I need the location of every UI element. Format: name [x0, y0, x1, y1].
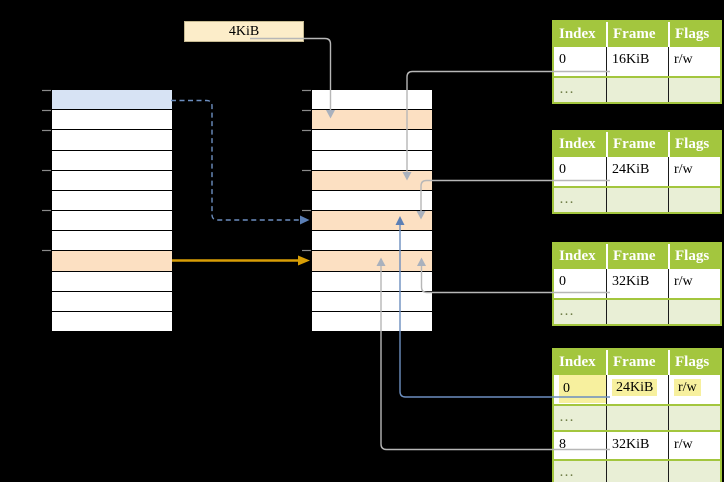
table-cell: 32KiB [606, 432, 668, 459]
table-cell [668, 300, 720, 324]
memory-row-white [312, 150, 432, 171]
table-ellipsis-row: … [554, 298, 720, 324]
table-cell: … [559, 191, 575, 207]
highlight-mark: 24KiB [612, 379, 658, 396]
table-cell: 16KiB [606, 47, 668, 76]
table-header-cell: Flags [668, 22, 720, 47]
table-header-cell: Index [559, 354, 596, 370]
table-cell: … [559, 303, 575, 319]
memory-row-peach [312, 170, 432, 191]
memory-row-white [52, 291, 172, 312]
table-cell: r/w [668, 157, 720, 186]
table-header-cell: Frame [606, 350, 668, 375]
table-cell: 0 [554, 375, 606, 404]
table-cell: … [559, 464, 575, 480]
table-cell [668, 461, 720, 482]
table-header-cell: Frame [606, 22, 668, 47]
table-cell: r/w [668, 269, 720, 298]
table-ellipsis-row: … [554, 459, 720, 482]
table-header-cell: Flags [668, 244, 720, 269]
table-ellipsis-row: … [554, 404, 720, 430]
table-cell [668, 406, 720, 430]
table-cell [606, 461, 668, 482]
table-cell: 0 [559, 52, 566, 67]
table-cell: … [559, 81, 575, 97]
memory-row-peach [312, 110, 432, 131]
table-cell [668, 188, 720, 212]
table-cell [606, 188, 668, 212]
virtual-memory-column [52, 90, 172, 332]
table-header-cell: Index [559, 136, 596, 152]
table-cell: 24KiB [606, 375, 668, 404]
table-cell: 32KiB [606, 269, 668, 298]
table-cell: r/w [668, 47, 720, 76]
memory-row-white [312, 271, 432, 292]
memory-row-white [52, 190, 172, 212]
table-header-cell: Index [559, 26, 596, 42]
arrow-virtual-page8 [172, 255, 310, 266]
table-cell [606, 406, 668, 430]
physical-memory-column [312, 90, 432, 332]
table-cell [606, 78, 668, 102]
table-cell: 0 [559, 162, 566, 177]
memory-row-white [312, 231, 432, 252]
memory-row-white [312, 190, 432, 212]
table-cell: 8 [559, 437, 566, 452]
memory-row-white [52, 211, 172, 232]
highlight-mark: 0 [559, 375, 606, 403]
table-cell: r/w [668, 432, 720, 459]
memory-row-white [52, 110, 172, 131]
table-cell: r/w [668, 375, 720, 404]
memory-row-blue [52, 90, 172, 111]
table-header-cell: Index [559, 248, 596, 264]
memory-row-white [312, 130, 432, 151]
table-ellipsis-row: … [554, 76, 720, 102]
table-cell [668, 78, 720, 102]
memory-row-white [52, 130, 172, 151]
memory-row-white [52, 150, 172, 171]
memory-row-peach [312, 251, 432, 272]
table-header-cell: Flags [668, 350, 720, 375]
table-cell [606, 300, 668, 324]
table-header-cell: Frame [606, 244, 668, 269]
arrow-virtual-page0 [171, 99, 310, 225]
table-header-cell: Flags [668, 132, 720, 157]
memory-row-peach [312, 211, 432, 232]
table-cell: 24KiB [606, 157, 668, 186]
table-entry-row: 0 24KiB r/w [554, 375, 720, 404]
memory-row-peach [52, 251, 172, 272]
table-cell: 0 [559, 274, 566, 289]
memory-row-white [312, 90, 432, 111]
highlight-mark: r/w [674, 379, 701, 396]
page-size-label: 4KiB [184, 21, 304, 42]
memory-row-white [312, 311, 432, 332]
table-ellipsis-row: … [554, 186, 720, 212]
table-header-cell: Frame [606, 132, 668, 157]
memory-row-white [52, 271, 172, 292]
memory-row-white [52, 170, 172, 191]
memory-row-white [312, 291, 432, 312]
memory-row-white [52, 231, 172, 252]
table-cell: … [559, 409, 575, 425]
memory-row-white [52, 311, 172, 332]
